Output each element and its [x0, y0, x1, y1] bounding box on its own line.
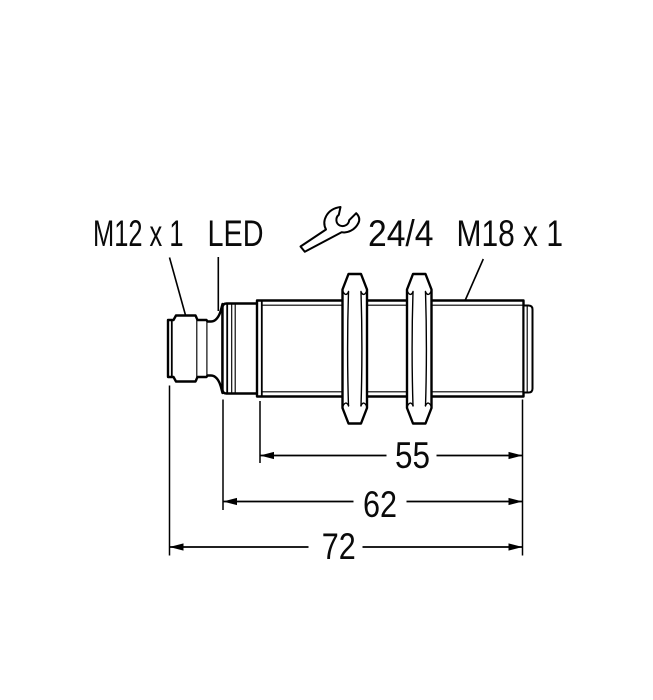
led-housing	[221, 302, 259, 395]
hex-nut-2-outline	[405, 272, 433, 425]
dimension-62-arrow-left	[223, 497, 237, 506]
barrel-outline	[255, 299, 525, 398]
hex-nut-1-facet-right	[360, 290, 363, 407]
threaded-barrel	[255, 299, 525, 398]
m12-connector	[166, 302, 224, 395]
dimension-62-arrow-right	[508, 497, 523, 506]
sensor-body	[166, 272, 534, 425]
dimension-72-value: 72	[322, 526, 356, 567]
hex-nut-1	[341, 272, 369, 425]
label-connector-thread: M12 x 1	[93, 213, 184, 254]
dimension-72: 72	[169, 526, 523, 567]
hex-nut-2-facet-left	[411, 290, 414, 407]
label-wrench-size: 24/4	[368, 213, 434, 254]
dimension-62-value: 62	[363, 484, 397, 525]
leader-lines	[168, 257, 485, 318]
label-led: LED	[208, 213, 264, 254]
leader-m18	[463, 258, 485, 304]
dimension-55-arrow-left	[260, 451, 274, 460]
sensing-face-cap	[522, 304, 534, 394]
m12-connector-outline	[166, 302, 224, 395]
dimension-62: 62	[223, 484, 523, 525]
dimension-72-arrow-left	[169, 543, 184, 551]
hex-nut-1-outline	[341, 272, 369, 425]
hex-nut-2	[405, 272, 433, 425]
wrench-icon-outline	[299, 206, 361, 253]
dimension-55-value: 55	[395, 435, 430, 476]
hex-nut-2-facet-right	[424, 290, 428, 407]
hex-nut-1-facet-left	[346, 290, 350, 407]
dimension-55: 55	[260, 435, 523, 476]
hex-nut-2-chamfer-arcs	[406, 289, 433, 408]
dimension-55-arrow-right	[508, 451, 523, 460]
dimension-extension-lines	[168, 385, 524, 556]
sensing-face-outline	[522, 304, 534, 394]
dimension-72-arrow-right	[508, 543, 523, 551]
hex-nut-1-chamfer-arcs	[341, 289, 368, 408]
label-barrel-thread: M18 x 1	[457, 213, 564, 254]
leader-m12	[168, 257, 187, 318]
wrench-icon	[299, 206, 361, 253]
